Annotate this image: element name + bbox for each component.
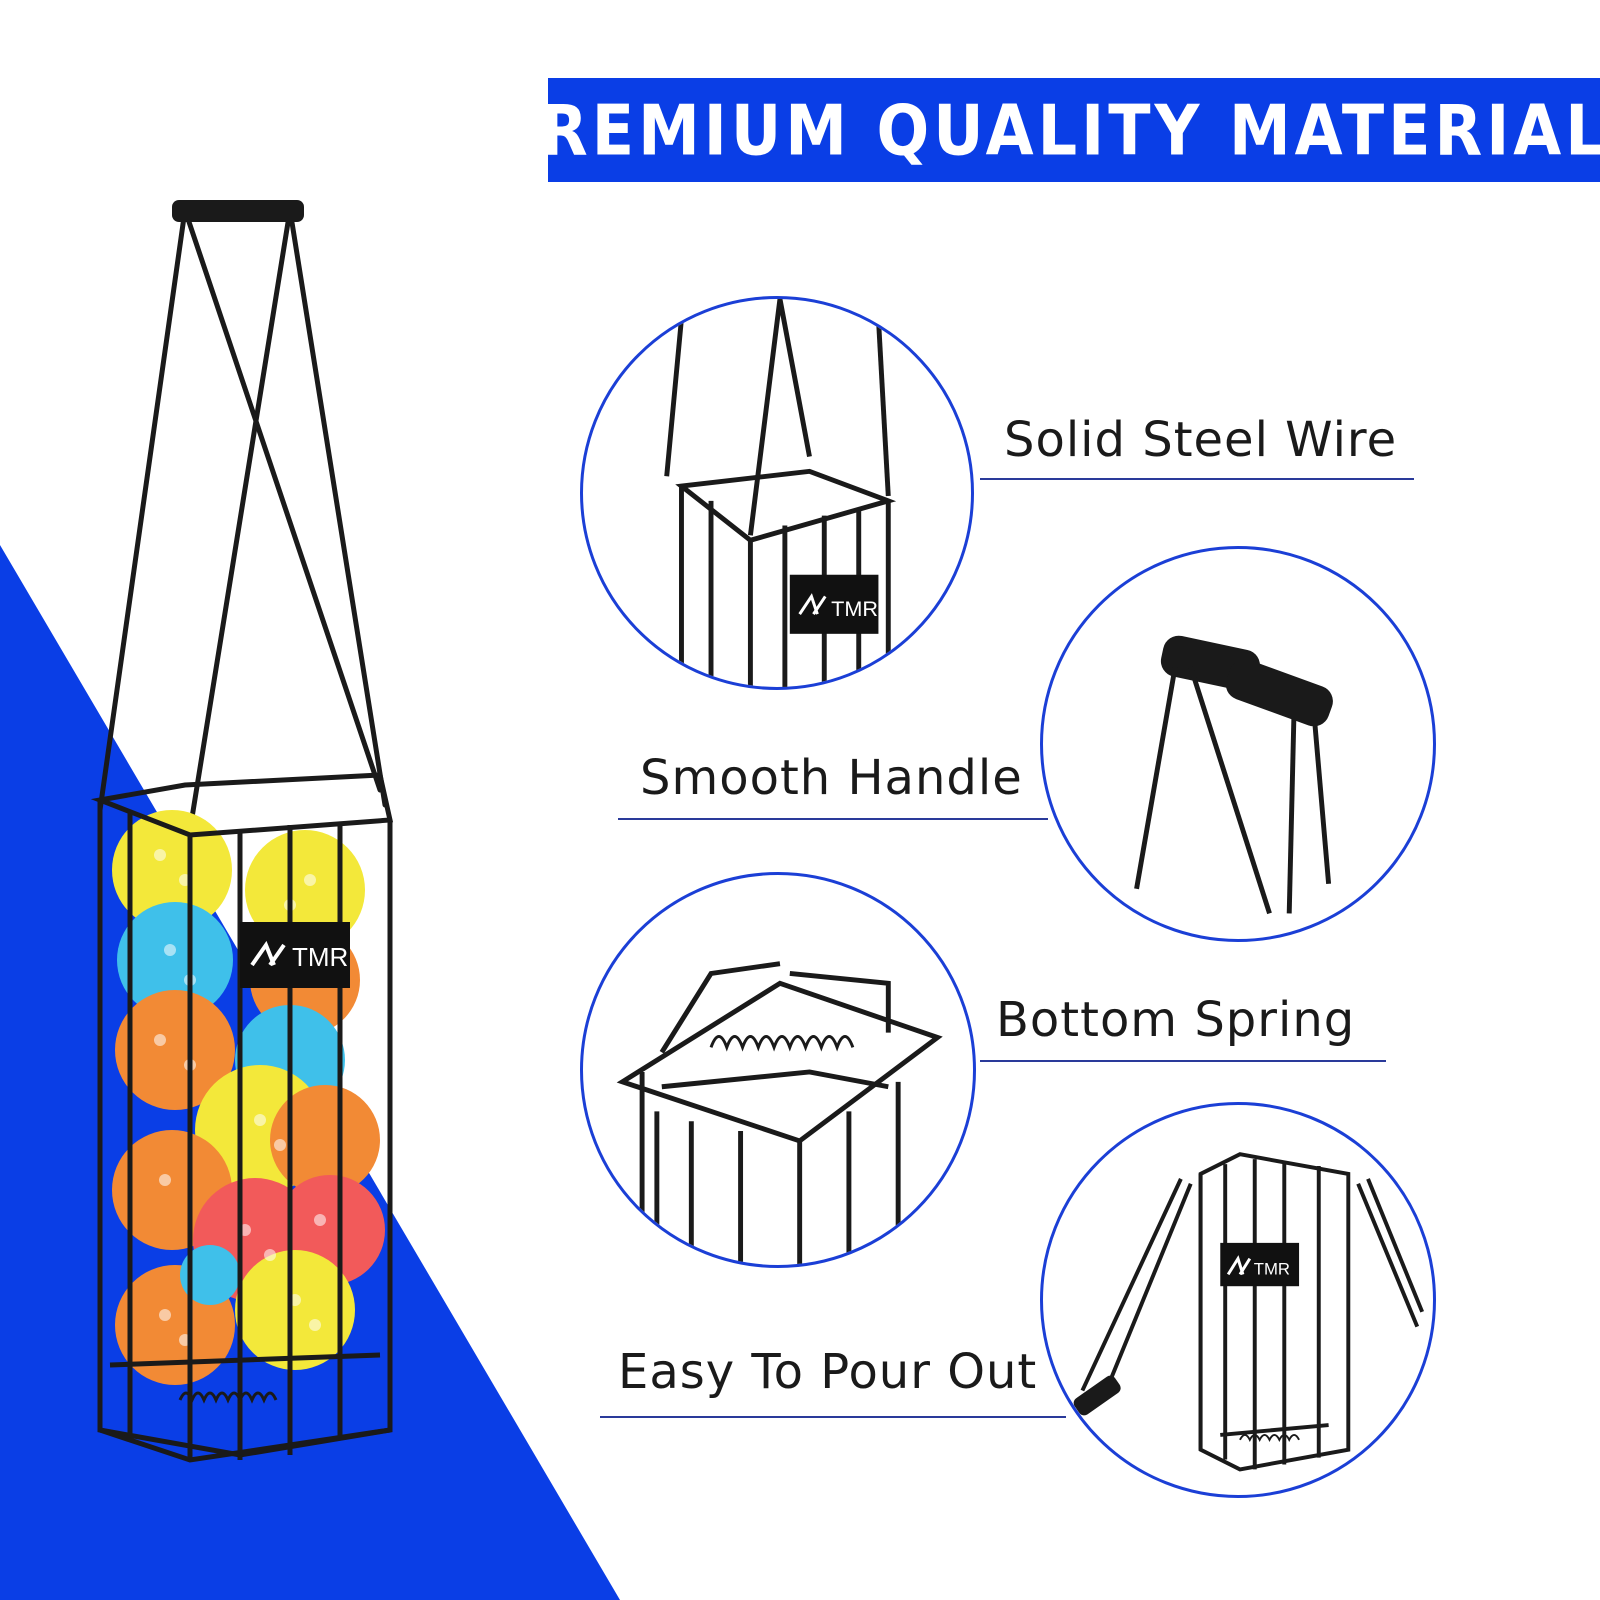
pour-out-closeup-circle: TMR	[1040, 1102, 1436, 1498]
handle-closeup-circle	[1040, 546, 1436, 942]
wire-closeup-icon: TMR	[664, 299, 897, 687]
wire-closeup-logo-text: TMR	[831, 596, 878, 621]
ball-basket-product-image: TMR	[90, 200, 394, 1463]
feature-underline-smooth-handle	[618, 818, 1048, 820]
feature-label-pour-out: Easy To Pour Out	[618, 1344, 1038, 1400]
wire-closeup-circle: TMR	[580, 296, 974, 690]
feature-underline-bottom-spring	[980, 1060, 1386, 1062]
feature-underline-pour-out	[600, 1416, 1066, 1418]
brand-logo-text: TMR	[292, 942, 348, 972]
pour-out-logo-text: TMR	[1254, 1259, 1290, 1278]
feature-underline-steel-wire	[980, 478, 1414, 480]
spring-closeup-icon	[616, 961, 943, 1265]
title-banner: PREMIUM QUALITY MATERIALS	[491, 78, 1600, 182]
feature-label-bottom-spring: Bottom Spring	[996, 992, 1356, 1048]
banner-title: PREMIUM QUALITY MATERIALS	[490, 89, 1600, 171]
pour-out-closeup-icon: TMR	[1073, 1152, 1424, 1472]
brand-logo-icon	[250, 940, 286, 967]
handle-closeup-icon	[1134, 635, 1333, 915]
feature-label-smooth-handle: Smooth Handle	[640, 750, 1023, 806]
feature-label-steel-wire: Solid Steel Wire	[1004, 412, 1398, 468]
spring-closeup-circle	[580, 872, 976, 1268]
